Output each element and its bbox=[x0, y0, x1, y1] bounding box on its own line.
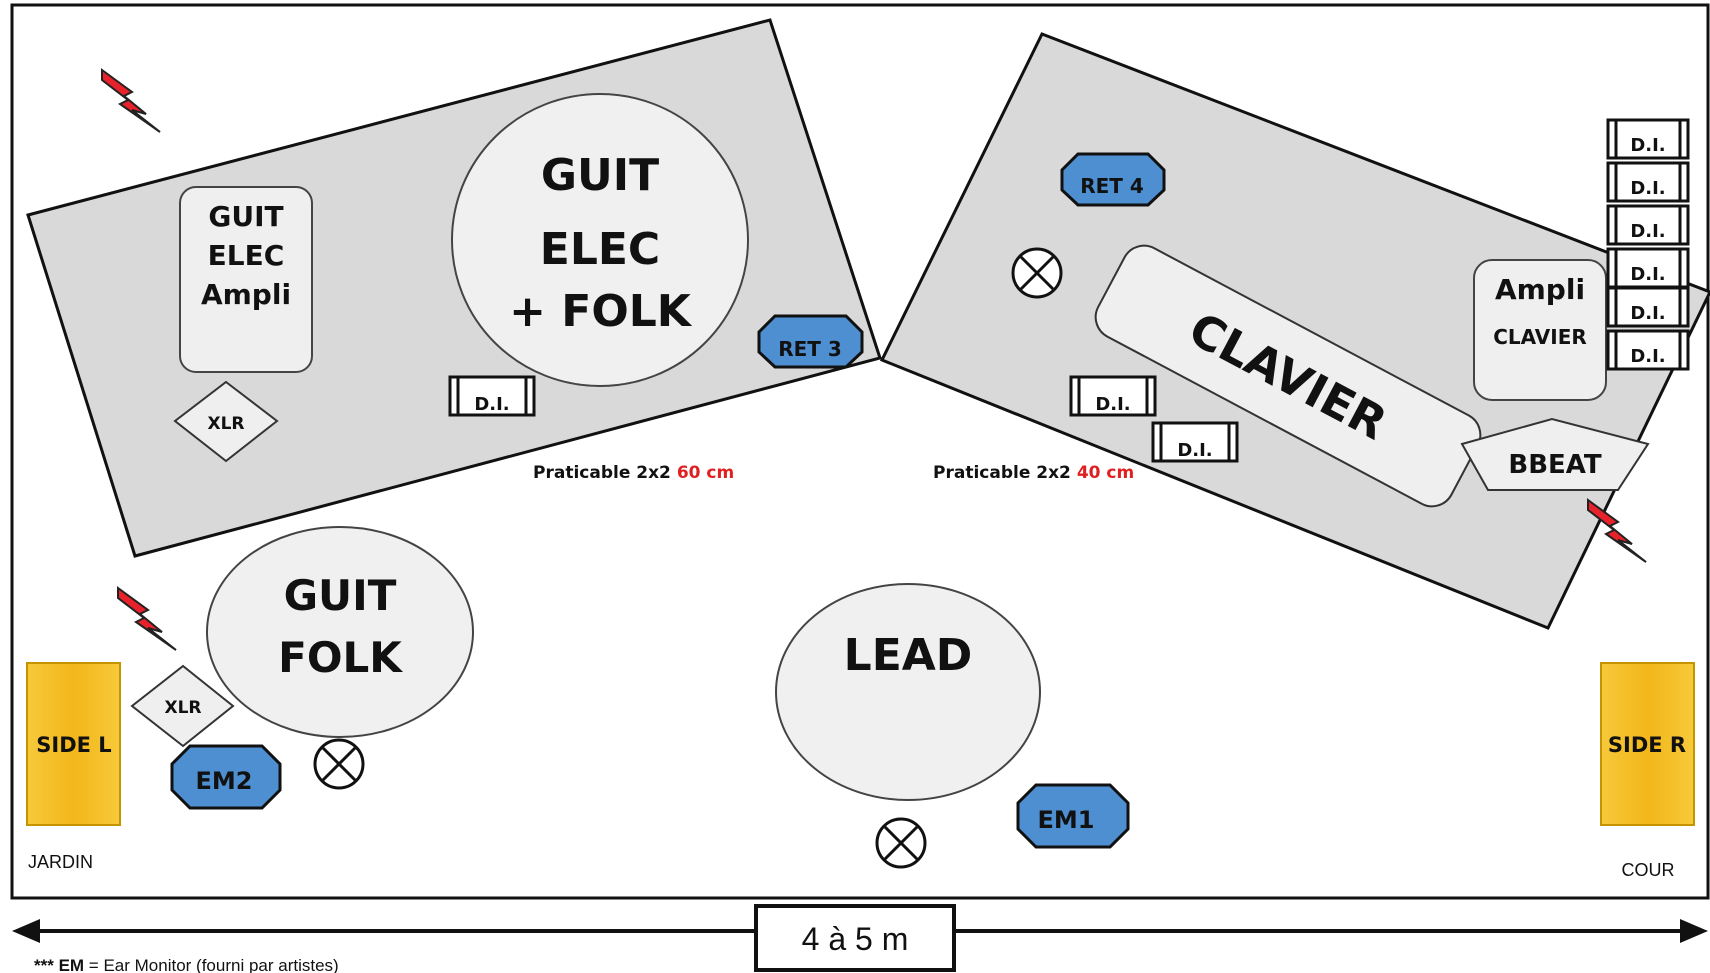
em2-monitor bbox=[170, 744, 282, 810]
bbeat-pad bbox=[1460, 417, 1650, 491]
ampli-clavier-line1: Ampli bbox=[1495, 273, 1585, 306]
arrow-right-icon bbox=[1680, 919, 1708, 943]
di-box-left-riser: D.I. bbox=[448, 375, 536, 417]
xlr-connector-upper bbox=[173, 380, 279, 463]
mic-stand-icon-folk bbox=[313, 738, 365, 790]
di-box-keys-2: D.I. bbox=[1151, 421, 1239, 463]
riser-left-label: Praticable 2x2 60 cm bbox=[533, 463, 734, 483]
ret4-monitor bbox=[1060, 152, 1166, 207]
di-label: D.I. bbox=[474, 394, 509, 415]
arrow-left-icon bbox=[12, 919, 40, 943]
power-icon-right bbox=[1587, 499, 1647, 563]
width-label: 4 à 5 m bbox=[802, 921, 909, 957]
lead-label: LEAD bbox=[844, 630, 973, 681]
em1-label: EM1 bbox=[1038, 806, 1095, 834]
power-icon-top-left bbox=[101, 69, 161, 133]
guit-folk-line1: GUIT bbox=[284, 571, 397, 620]
guit-folk-line2: FOLK bbox=[278, 633, 403, 682]
guit-elec-folk-line1: GUIT bbox=[541, 150, 659, 201]
em1-monitor bbox=[1016, 783, 1130, 849]
riser-left bbox=[26, 18, 882, 558]
guit-elec-ampli-line1: GUIT bbox=[208, 200, 283, 233]
guit-elec-folk-line3: + FOLK bbox=[509, 286, 693, 337]
ret4-label: RET 4 bbox=[1080, 174, 1144, 198]
bbeat-label: BBEAT bbox=[1508, 450, 1601, 480]
di-label: D.I. bbox=[1630, 346, 1665, 367]
side-left-label: SIDE L bbox=[36, 733, 111, 757]
xlr-upper-label: XLR bbox=[207, 414, 244, 434]
ret3-label: RET 3 bbox=[778, 337, 842, 361]
xlr-lower-label: XLR bbox=[164, 698, 201, 718]
guit-elec-ampli-box bbox=[179, 186, 313, 373]
ampli-clavier-line2: CLAVIER bbox=[1493, 325, 1587, 349]
di-label: D.I. bbox=[1177, 440, 1212, 461]
di-stack-right: D.I. D.I. D.I. D.I. D.I. D.I. bbox=[1606, 118, 1690, 371]
mic-stand-icon-lead bbox=[875, 817, 927, 869]
stage-outline bbox=[10, 3, 1710, 900]
width-label-box bbox=[754, 904, 956, 972]
ret3-monitor bbox=[757, 314, 864, 369]
side-fill-left bbox=[26, 662, 121, 826]
di-label: D.I. bbox=[1630, 303, 1665, 324]
di-label: D.I. bbox=[1630, 135, 1665, 156]
di-label: D.I. bbox=[1630, 178, 1665, 199]
guit-elec-ampli-line2: ELEC bbox=[208, 239, 285, 272]
side-right-label: SIDE R bbox=[1608, 733, 1686, 757]
side-fill-right bbox=[1600, 662, 1695, 826]
riser-right-label: Praticable 2x2 40 cm bbox=[933, 463, 1134, 483]
guit-elec-ampli-line3: Ampli bbox=[201, 278, 291, 311]
guit-folk-position bbox=[206, 526, 474, 738]
lead-position bbox=[775, 583, 1041, 801]
power-icon-bottom-left bbox=[117, 587, 177, 651]
ampli-clavier-box bbox=[1473, 259, 1607, 401]
di-label: D.I. bbox=[1630, 221, 1665, 242]
mic-stand-icon-keys bbox=[1011, 247, 1063, 299]
guit-elec-folk-position bbox=[451, 93, 749, 387]
cour-label: COUR bbox=[1622, 860, 1675, 880]
em2-label: EM2 bbox=[196, 767, 253, 795]
di-label: D.I. bbox=[1630, 264, 1665, 285]
footnote: *** EM = Ear Monitor (fourni par artiste… bbox=[34, 956, 339, 973]
guit-elec-folk-line2: ELEC bbox=[540, 224, 660, 275]
xlr-connector-lower bbox=[130, 664, 235, 748]
jardin-label: JARDIN bbox=[28, 852, 93, 872]
di-label: D.I. bbox=[1095, 394, 1130, 415]
di-box-keys-1: D.I. bbox=[1069, 375, 1157, 417]
